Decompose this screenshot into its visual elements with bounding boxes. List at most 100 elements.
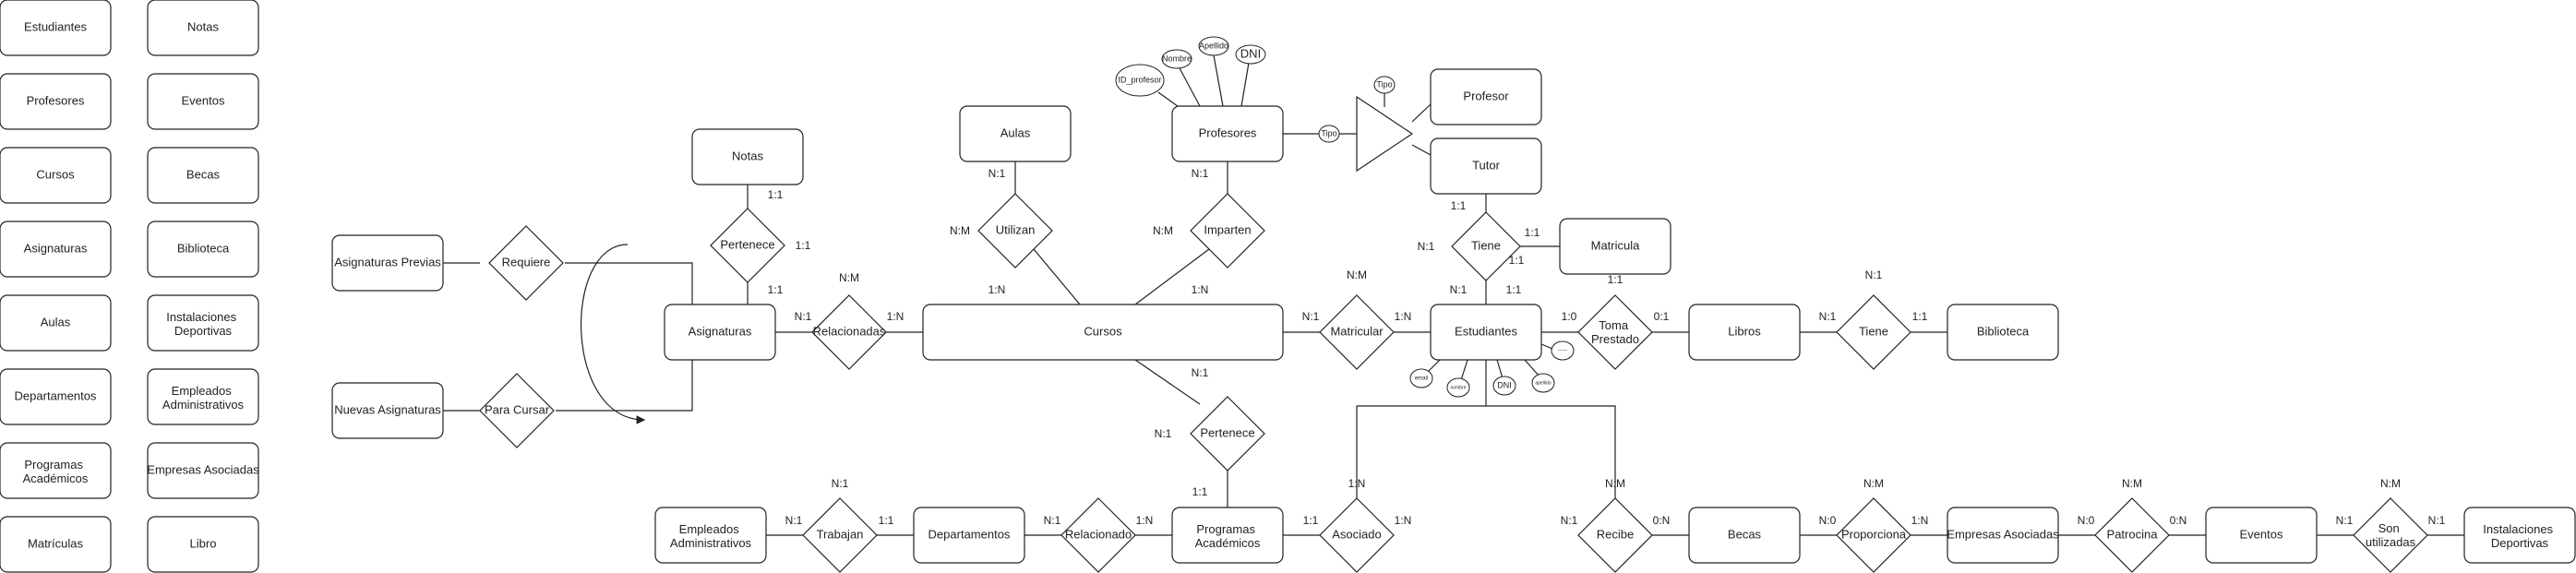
legend-empleados-line2: Administrativos xyxy=(162,398,245,412)
legend-cursos: Cursos xyxy=(36,167,75,181)
legend-departamentos: Departamentos xyxy=(15,388,97,402)
legend-empleados-line1: Empleados xyxy=(172,384,233,398)
card-eventos-n1: N:1 xyxy=(2336,514,2354,527)
card-emp-n1: N:1 xyxy=(785,514,803,527)
entity-matricula[interactable]: Matricula xyxy=(1559,218,1671,275)
entity-cursos[interactable]: Cursos xyxy=(922,304,1284,361)
card-cursos-1n-a: 1:N xyxy=(988,283,1006,296)
entity-matricula-label: Matricula xyxy=(1591,238,1641,252)
legend-biblioteca: Biblioteca xyxy=(177,241,230,255)
attr-nombre-estudiante: nombre xyxy=(1451,385,1467,390)
relation-toma-prestado-line2: Prestado xyxy=(1591,332,1639,346)
entity-profesores[interactable]: Profesores xyxy=(1171,105,1284,162)
relation-patrocina[interactable]: Patrocina xyxy=(2094,497,2170,573)
entity-estudiantes[interactable]: Estudiantes xyxy=(1430,304,1542,361)
entity-departamentos[interactable]: Departamentos xyxy=(913,507,1025,564)
entity-programas-label: Programas Académicos xyxy=(1195,522,1261,550)
entity-instalaciones-line1: Instalaciones xyxy=(2483,522,2553,536)
entity-libros[interactable]: Libros xyxy=(1688,304,1801,361)
card-utilizan-nm: N:M xyxy=(950,224,970,237)
relation-toma-prestado[interactable]: Toma Prestado xyxy=(1577,294,1653,370)
entity-aulas-label: Aulas xyxy=(1000,125,1031,139)
entity-programas-academicos[interactable]: Programas Académicos xyxy=(1171,507,1284,564)
relation-tiene-tutor[interactable]: Tiene xyxy=(1451,211,1521,281)
entity-instalaciones-label: Instalaciones Deportivas xyxy=(2483,522,2557,550)
entity-tutor[interactable]: Tutor xyxy=(1430,137,1542,195)
legend-asignaturas: Asignaturas xyxy=(24,241,88,255)
entity-empleados-line2: Administrativos xyxy=(670,536,752,550)
relation-para-cursar-label: Para Cursar xyxy=(485,402,550,416)
card-becas-0n: 0:N xyxy=(1653,514,1671,527)
card-pertenece-bottom: 1:1 xyxy=(768,283,784,296)
legend-programas-line2: Académicos xyxy=(23,472,89,485)
card-asig-rel: N:1 xyxy=(795,310,812,323)
card-tiene-11-est: 1:1 xyxy=(1506,283,1522,296)
card-instalaciones-n1: N:1 xyxy=(2428,514,2446,527)
relation-para-cursar[interactable]: Para Cursar xyxy=(479,373,555,448)
card-est-n1-top: N:1 xyxy=(1450,283,1468,296)
relation-pertenece-top[interactable]: Pertenece xyxy=(710,208,785,283)
relation-proporciona-label: Proporciona xyxy=(1841,527,1907,541)
relation-son-utilizadas-line1: Son xyxy=(2378,521,2400,535)
relation-imparten[interactable]: Imparten xyxy=(1190,193,1265,269)
relation-utilizan[interactable]: Utilizan xyxy=(977,193,1053,269)
legend-instalaciones-line2: Deportivas xyxy=(174,324,233,338)
relation-trabajan[interactable]: Trabajan xyxy=(802,497,878,573)
relation-relacionadas[interactable]: Relacionadas xyxy=(811,294,887,370)
entity-empresas-label: Empresas Asociadas xyxy=(1947,527,2059,541)
attr-tipo-top: Tipo xyxy=(1376,79,1392,89)
card-proporciona-nm: N:M xyxy=(1863,477,1884,490)
relation-proporciona[interactable]: Proporciona xyxy=(1836,497,1911,573)
relation-pertenece-bottom[interactable]: Pertenece xyxy=(1190,396,1265,472)
relation-matricular-label: Matricular xyxy=(1330,324,1384,338)
relation-relacionado[interactable]: Relacionado xyxy=(1060,497,1136,573)
relation-asociado[interactable]: Asociado xyxy=(1319,497,1395,573)
card-prog-11-right: 1:1 xyxy=(1303,514,1319,527)
entity-empresas-asociadas[interactable]: Empresas Asociadas xyxy=(1947,507,2059,564)
entity-instalaciones-deportivas[interactable]: Instalaciones Deportivas xyxy=(2463,507,2576,564)
entity-asignaturas-previas[interactable]: Asignaturas Previas xyxy=(331,234,444,292)
legend-instalaciones: Instalaciones Deportivas xyxy=(166,310,240,338)
relation-trabajan-label: Trabajan xyxy=(817,527,864,541)
card-imparten-nm: N:M xyxy=(1153,224,1173,237)
entity-biblioteca[interactable]: Biblioteca xyxy=(1947,304,2059,361)
relation-utilizan-label: Utilizan xyxy=(996,222,1036,236)
entity-becas[interactable]: Becas xyxy=(1688,507,1801,564)
card-matricular-1n: 1:N xyxy=(1395,310,1412,323)
attr-extra: ----- xyxy=(1558,349,1567,354)
entity-nuevas-asignaturas[interactable]: Nuevas Asignaturas xyxy=(331,382,444,439)
relation-recibe[interactable]: Recibe xyxy=(1577,497,1653,573)
entity-profesor[interactable]: Profesor xyxy=(1430,68,1542,125)
card-tiene-bib-n1: N:1 xyxy=(1865,269,1883,281)
card-libros-01: 0:1 xyxy=(1654,310,1670,323)
entity-asignaturas[interactable]: Asignaturas xyxy=(664,304,776,361)
legend-programas-line1: Programas xyxy=(24,458,83,472)
card-notas-11: 1:1 xyxy=(768,188,784,201)
legend-programas: Programas Académicos xyxy=(23,458,89,485)
entity-asignaturas-label: Asignaturas xyxy=(689,324,752,338)
attr-apellido: Apellido xyxy=(1199,41,1228,50)
attr-dni-estudiante: DNI xyxy=(1497,380,1512,389)
card-asociado-1n-top: 1:N xyxy=(1348,477,1366,490)
legend-instalaciones-line1: Instalaciones xyxy=(166,310,236,324)
entity-nuevas-asignaturas-label: Nuevas Asignaturas xyxy=(334,402,441,416)
relation-requiere[interactable]: Requiere xyxy=(488,225,564,301)
relations: Requiere Para Cursar Pertenece Relaciona… xyxy=(479,193,2428,573)
entity-eventos[interactable]: Eventos xyxy=(2205,507,2318,564)
card-prof-n1: N:1 xyxy=(1192,167,1209,180)
card-son-utilizadas-nm: N:M xyxy=(2380,477,2401,490)
card-pertenece-right: 1:1 xyxy=(796,239,811,252)
relation-son-utilizadas[interactable]: Son utilizadas xyxy=(2353,497,2428,573)
entity-empleados-administrativos[interactable]: Empleados Administrativos xyxy=(654,507,767,564)
relation-matricular[interactable]: Matricular xyxy=(1319,294,1395,370)
entity-programas-line1: Programas xyxy=(1196,522,1255,536)
entity-aulas[interactable]: Aulas xyxy=(959,105,1072,162)
relation-asociado-label: Asociado xyxy=(1332,527,1381,541)
relation-pertenece-bottom-label: Pertenece xyxy=(1200,425,1254,439)
legend-empleados: Empleados Administrativos xyxy=(162,384,245,412)
card-cursos-n1: N:1 xyxy=(1302,310,1320,323)
entity-cursos-label: Cursos xyxy=(1084,324,1122,338)
relation-tiene-biblioteca[interactable]: Tiene xyxy=(1836,294,1911,370)
entity-notas[interactable]: Notas xyxy=(691,128,804,185)
